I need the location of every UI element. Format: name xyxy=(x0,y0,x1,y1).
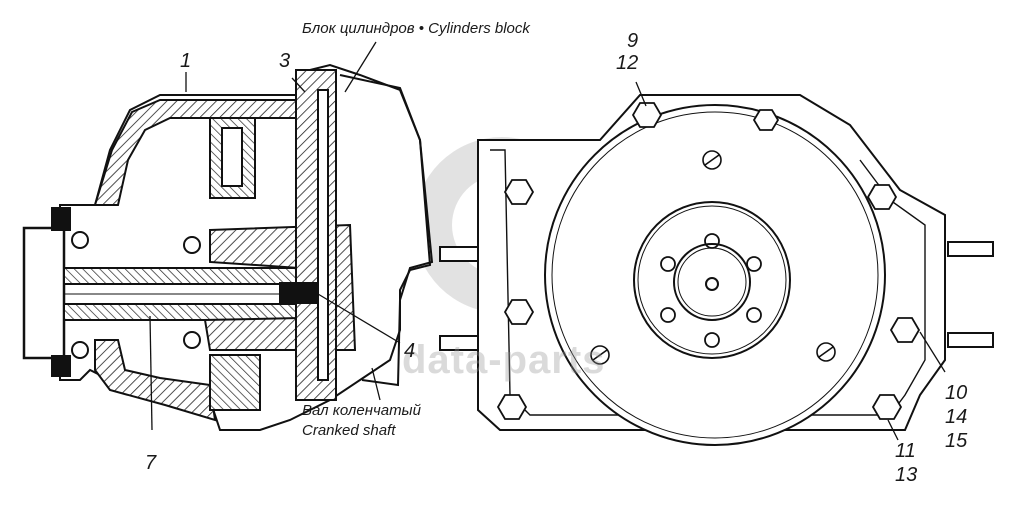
leader-11 xyxy=(887,419,899,441)
bearing-lower-2 xyxy=(183,331,201,349)
leader-crankshaft xyxy=(371,367,381,401)
bearing-upper xyxy=(71,231,89,249)
caption-crankshaft-ru: Вал коленчатый xyxy=(302,402,421,419)
leader-block xyxy=(344,41,377,93)
leader-10 xyxy=(919,331,946,373)
crank-bolt xyxy=(279,282,319,304)
leader-9-12 xyxy=(635,81,647,107)
callout-15: 15 xyxy=(945,430,968,452)
shaft-upper xyxy=(63,267,315,285)
rear-cover xyxy=(544,104,886,446)
callout-10: 10 xyxy=(945,382,968,404)
callout-13: 13 xyxy=(895,464,918,486)
gear-lower xyxy=(209,354,261,411)
callout-11: 11 xyxy=(895,440,916,462)
housing-bolts xyxy=(496,102,921,420)
bearing-lower xyxy=(71,341,89,359)
seal-lower xyxy=(51,355,71,377)
caption-cylinders-block: Блок цилиндров • Cylinders block xyxy=(302,20,530,37)
caption-crankshaft-en: Cranked shaft xyxy=(302,422,396,439)
stud-right-upper xyxy=(947,241,994,257)
flange-bolt-holes xyxy=(660,233,762,348)
watermark-text: data-parts xyxy=(402,338,606,382)
flange-plate xyxy=(295,69,337,401)
slotted-screws xyxy=(590,150,836,365)
seal-upper xyxy=(51,207,71,231)
stud-left-upper xyxy=(439,246,481,262)
callout-4: 4 xyxy=(404,340,416,362)
stud-right-lower xyxy=(947,332,994,348)
end-view xyxy=(439,81,994,446)
callout-3: 3 xyxy=(279,50,291,72)
cylinder-block-outline xyxy=(339,74,434,387)
callout-12: 12 xyxy=(616,52,639,74)
section-view xyxy=(22,41,434,431)
gear-inner xyxy=(221,127,243,187)
callout-1: 1 xyxy=(180,50,192,72)
callout-9: 9 xyxy=(627,30,639,52)
callout-14: 14 xyxy=(945,406,968,428)
leader-4 xyxy=(317,293,401,344)
flange-gap xyxy=(317,89,329,381)
leader-3 xyxy=(291,77,306,93)
flange-hub xyxy=(673,243,751,321)
rear-cover-inner xyxy=(551,111,879,439)
center-hole xyxy=(705,277,719,291)
flywheel-flange xyxy=(633,201,791,359)
leader-7 xyxy=(149,315,153,431)
seal-cover xyxy=(22,226,66,360)
bearing-upper-2 xyxy=(183,236,201,254)
callout-7: 7 xyxy=(145,452,157,474)
